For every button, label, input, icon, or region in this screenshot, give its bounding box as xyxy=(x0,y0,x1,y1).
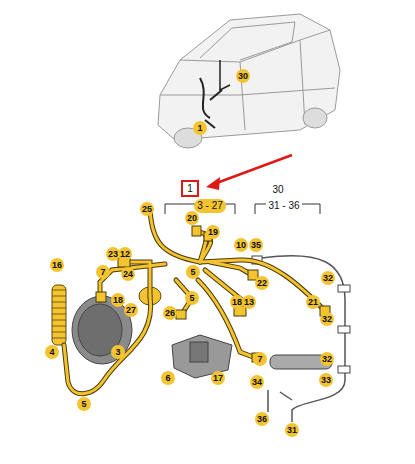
boot-rib xyxy=(52,338,66,339)
callout-number: 24 xyxy=(121,267,135,281)
callout-number: 32 xyxy=(321,271,335,285)
callout-number: 16 xyxy=(50,258,64,272)
boot-rib xyxy=(52,326,66,327)
callout-number: 20 xyxy=(185,211,199,225)
boot-rib xyxy=(52,296,66,297)
callout-number: 30 xyxy=(236,69,250,83)
callout-number: 32 xyxy=(320,312,334,326)
callout-number: 10 xyxy=(234,238,248,252)
callout-number: 31 xyxy=(285,423,299,437)
boot-rib xyxy=(52,302,66,303)
callout-number: 26 xyxy=(163,306,177,320)
part-range-label: 3 - 27 xyxy=(194,199,226,213)
callout-number: 5 xyxy=(185,291,199,305)
boot-rib xyxy=(52,320,66,321)
callout-number: 19 xyxy=(206,225,220,239)
callout-number: 32 xyxy=(320,352,334,366)
callout-number: 13 xyxy=(242,295,256,309)
callout-number: 22 xyxy=(255,276,269,290)
boot-rib xyxy=(52,308,66,309)
part-range-label: 31 - 36 xyxy=(266,199,301,213)
callout-number: 7 xyxy=(96,265,110,279)
callout-number: 21 xyxy=(306,295,320,309)
boot-rib xyxy=(52,290,66,291)
callout-number: 25 xyxy=(140,202,154,216)
callout-number: 4 xyxy=(45,345,59,359)
callout-number: 12 xyxy=(118,247,132,261)
part-range-label: 1 xyxy=(181,180,199,197)
boot-rib xyxy=(52,332,66,333)
callout-number: 35 xyxy=(249,238,263,252)
callout-number: 17 xyxy=(211,371,225,385)
boot-rib xyxy=(52,314,66,315)
part-range-label: 30 xyxy=(270,183,285,197)
callout-number: 1 xyxy=(193,121,207,135)
callout-number: 5 xyxy=(77,397,91,411)
callout-number: 6 xyxy=(161,371,175,385)
callout-number: 5 xyxy=(186,265,200,279)
callout-number: 27 xyxy=(124,303,138,317)
callout-number: 18 xyxy=(111,293,125,307)
callout-number: 36 xyxy=(255,412,269,426)
callout-number: 34 xyxy=(250,375,264,389)
callout-number: 7 xyxy=(253,352,267,366)
callout-number: 3 xyxy=(111,345,125,359)
callout-number: 33 xyxy=(319,373,333,387)
